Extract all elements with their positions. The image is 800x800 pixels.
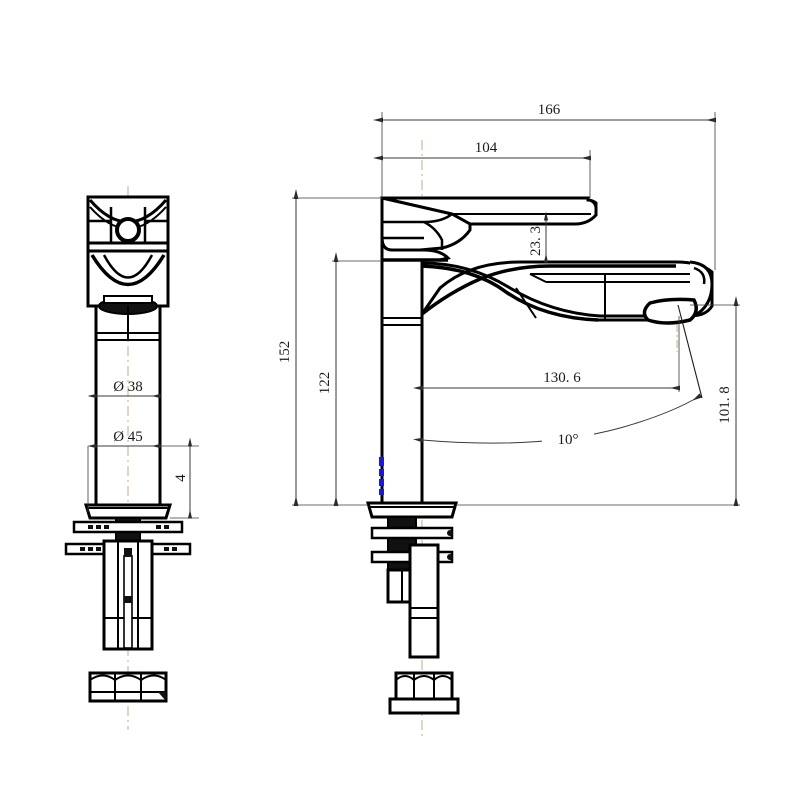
- slot: [80, 547, 85, 551]
- dim-130-6: 130. 6: [413, 316, 680, 392]
- front-view-dimensions: Ø 38 Ø 45 4: [87, 379, 199, 519]
- handle-pivot-circle: [115, 217, 141, 243]
- dim-101-8-label: 101. 8: [717, 386, 733, 424]
- dim-152: 152: [277, 189, 299, 506]
- dim-10-deg-label: 10°: [558, 432, 579, 448]
- side-spout: [420, 260, 714, 325]
- side-view-dimensions: 166 104 23. 3 152: [277, 102, 740, 506]
- dim-base-thickness-label: 4: [173, 474, 189, 482]
- bonnet-taper: [380, 237, 451, 262]
- slot: [96, 525, 101, 529]
- dim-dia-38: Ø 38: [87, 379, 161, 399]
- stud-rod-band: [124, 596, 132, 603]
- aerator-outlet: [642, 297, 698, 325]
- side-hex-chamfer-2: [413, 675, 435, 681]
- dim-104: 104: [373, 140, 591, 161]
- side-view: 166 104 23. 3 152: [277, 102, 740, 740]
- side-hex-nut-collar: [388, 697, 460, 715]
- marker-dash: [379, 479, 384, 486]
- side-upper-bracket: [370, 526, 454, 540]
- side-base-flange-body: [366, 501, 458, 519]
- blue-index-marker: [379, 457, 384, 495]
- front-bonnet: [86, 249, 170, 315]
- front-view: Ø 38 Ø 45 4: [64, 186, 199, 730]
- spout-tip-inner: [693, 266, 706, 285]
- side-handle: [380, 196, 598, 252]
- bonnet-dome-arc: [90, 254, 166, 287]
- hex-nut-chamfer-3: [140, 674, 167, 681]
- side-hex-chamfer-3: [433, 675, 453, 681]
- dim-166: 166: [373, 102, 716, 123]
- dim-dia-38-label: Ø 38: [113, 379, 143, 395]
- side-hex-chamfer-1: [395, 675, 415, 681]
- spout-lower-arc: [420, 264, 676, 316]
- dim-10-deg-arc: [413, 393, 703, 444]
- marker-dash: [379, 457, 384, 466]
- dim-130-6-label: 130. 6: [543, 370, 581, 386]
- side-bonnet: [380, 237, 451, 262]
- dim-152-label: 152: [277, 341, 293, 364]
- front-body-column: [94, 306, 162, 505]
- bonnet-collar-band: [103, 295, 153, 304]
- handle-inner-curve: [423, 220, 444, 250]
- slot: [164, 525, 169, 529]
- outlet-leader-line: [677, 304, 703, 399]
- upper-bracket-bar: [72, 520, 184, 534]
- dim-122-label: 122: [317, 372, 333, 395]
- side-mounting-hardware: [370, 516, 460, 715]
- side-stud-rod: [408, 543, 440, 659]
- hex-nut-chamfer-1: [89, 674, 116, 681]
- slot: [96, 547, 101, 551]
- hex-nut-body: [88, 671, 168, 703]
- slot: [88, 547, 93, 551]
- dim-101-8: 101. 8: [456, 296, 740, 506]
- dim-23-3-label: 23. 3: [528, 226, 544, 256]
- front-handle-assembly: [86, 195, 170, 253]
- lower-bracket-slots: [80, 547, 177, 551]
- side-hex-nut: [388, 671, 460, 715]
- dim-166-label: 166: [538, 102, 561, 118]
- side-body-column: [379, 260, 424, 505]
- stud-rod-collar: [124, 548, 132, 557]
- front-mounting-hardware: [64, 517, 192, 703]
- bracket-end-dot: [447, 554, 453, 560]
- bonnet-dome-arc-inner: [102, 254, 154, 279]
- upper-bracket-slots: [88, 525, 169, 529]
- hex-nut-shadow: [158, 692, 166, 701]
- dim-dia-45-label: Ø 45: [113, 429, 143, 445]
- hex-nut-chamfer-2: [114, 674, 142, 681]
- dim-104-label: 104: [475, 140, 498, 156]
- marker-dash: [379, 469, 384, 476]
- spout-facet-line-1: [515, 287, 537, 319]
- slot: [172, 547, 177, 551]
- dim-10-deg: 10°: [413, 393, 703, 448]
- front-base-flange: [83, 503, 173, 520]
- spout-facet-line-2: [529, 273, 547, 283]
- dim-base-thickness: 4: [173, 437, 193, 519]
- slot: [164, 547, 169, 551]
- dim-122: 122: [317, 252, 339, 506]
- slot: [88, 525, 93, 529]
- spout-upper-arc: [421, 264, 599, 322]
- marker-dash: [379, 489, 384, 495]
- base-flange-body: [83, 503, 173, 520]
- dim-dia-45: Ø 45: [87, 429, 161, 449]
- dim-23-3: 23. 3: [528, 211, 549, 263]
- dim-10-deg-text-mask: [542, 428, 594, 448]
- slot: [104, 525, 109, 529]
- bracket-end-dot: [447, 530, 453, 536]
- handle-tip-curve: [588, 198, 598, 216]
- slot: [156, 525, 161, 529]
- hex-nut: [88, 671, 168, 703]
- side-base-flange: [366, 501, 458, 519]
